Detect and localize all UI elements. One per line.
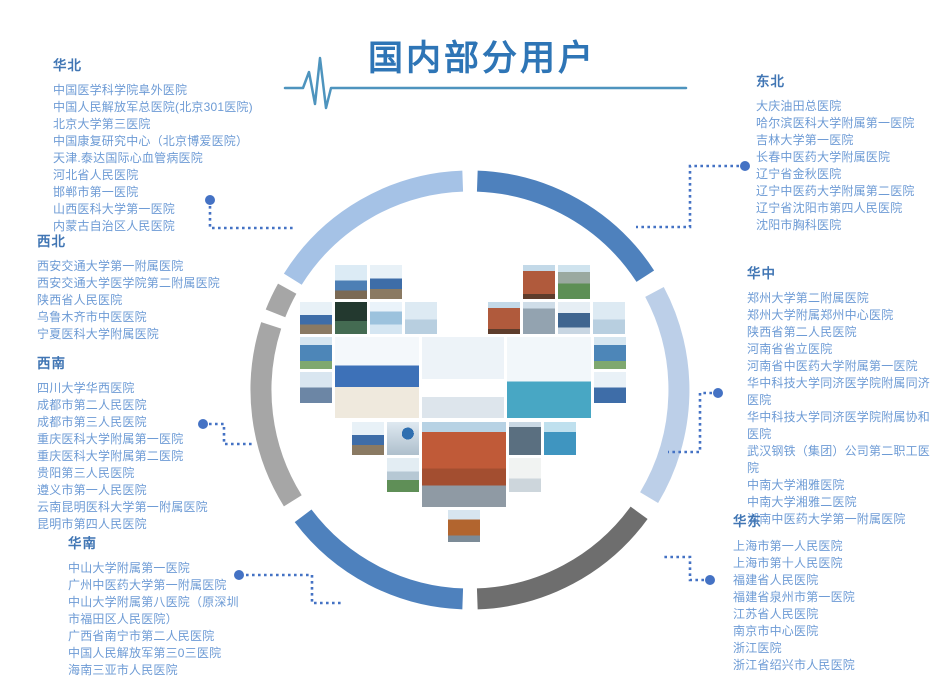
region-title: 西北 <box>37 234 66 249</box>
hospital-item: 天津.泰达国际心血管病医院 <box>53 151 203 165</box>
region-block-south-china: 华南 中山大学附属第一医院广州中医药大学第一附属医院中山大学附属第八医院（原深圳… <box>68 532 244 679</box>
page-title: 国内部分用户 <box>368 39 597 78</box>
hospital-item: 湖南中医药大学第一附属医院 <box>747 512 906 526</box>
hospital-item: 浙江医院 <box>733 641 782 655</box>
hospital-item: 郑州大学附属郑州中心医院 <box>747 308 894 322</box>
hospital-item: 长春中医药大学附属医院 <box>756 150 891 164</box>
region-title: 西南 <box>37 356 66 371</box>
hospital-list: 四川大学华西医院成都市第二人民医院成都市第三人民医院重庆医科大学附属第一医院重庆… <box>37 380 287 533</box>
hospital-item: 云南昆明医科大学第一附属医院 <box>37 500 208 514</box>
hospital-item: 中国人民解放军总医院(北京301医院) <box>53 100 253 114</box>
hospital-item: 河北省人民医院 <box>53 168 139 182</box>
hospital-item: 大庆油田总医院 <box>756 99 842 113</box>
hospital-item: 辽宁中医药大学附属第二医院 <box>756 184 915 198</box>
hospital-item: 陕西省人民医院 <box>37 293 123 307</box>
hospital-item: 南京市中心医院 <box>733 624 819 638</box>
hospital-item: 河南省中医药大学附属第一医院 <box>747 359 918 373</box>
hospital-item: 成都市第三人民医院 <box>37 415 147 429</box>
hospital-item: 郑州大学第二附属医院 <box>747 291 870 305</box>
region-block-central-china: 华中 郑州大学第二附属医院郑州大学附属郑州中心医院陕西省第二人民医院河南省省立医… <box>747 262 933 528</box>
region-title: 华中 <box>747 266 776 281</box>
hospital-item: 中南大学湘雅二医院 <box>747 495 857 509</box>
hospital-item: 中国医学科学院阜外医院 <box>53 83 188 97</box>
hospital-item: 遵义市第一人民医院 <box>37 483 147 497</box>
region-title: 华南 <box>68 536 97 551</box>
hospital-list: 郑州大学第二附属医院郑州大学附属郑州中心医院陕西省第二人民医院河南省省立医院河南… <box>747 290 933 528</box>
hospital-item: 四川大学华西医院 <box>37 381 135 395</box>
region-block-northeast: 东北 大庆油田总医院哈尔滨医科大学附属第一医院吉林大学第一医院长春中医药大学附属… <box>756 70 932 234</box>
heartbeat-icon <box>283 56 688 110</box>
hospital-item: 中南大学湘雅医院 <box>747 478 845 492</box>
hospital-item: 武汉钢铁（集团）公司第二职工医院 <box>747 444 931 475</box>
hospital-item: 西安交通大学第一附属医院 <box>37 259 184 273</box>
hospital-item: 中国人民解放军第三0三医院 <box>68 646 222 660</box>
hospital-item: 西安交通大学医学院第二附属医院 <box>37 276 221 290</box>
hospital-item: 广西省南宁市第二人民医院 <box>68 629 215 643</box>
hospital-item: 上海市第十人民医院 <box>733 556 843 570</box>
hospital-list: 中山大学附属第一医院广州中医药大学第一附属医院中山大学附属第八医院（原深圳市福田… <box>68 560 244 679</box>
hospital-item: 中国康复研究中心（北京博爱医院） <box>53 134 249 148</box>
hospital-item: 辽宁省沈阳市第四人民医院 <box>756 201 903 215</box>
hospital-list: 西安交通大学第一附属医院西安交通大学医学院第二附属医院陕西省人民医院乌鲁木齐市中… <box>37 258 283 343</box>
hospital-item: 内蒙古自治区人民医院 <box>53 219 176 233</box>
hospital-item: 江苏省人民医院 <box>733 607 819 621</box>
hospital-item: 河南省省立医院 <box>747 342 833 356</box>
hospital-item: 海南三亚市人民医院 <box>68 663 178 677</box>
hospital-item: 邯郸市第一医院 <box>53 185 139 199</box>
hospital-item: 浙江省绍兴市人民医院 <box>733 658 856 672</box>
hospital-list: 大庆油田总医院哈尔滨医科大学附属第一医院吉林大学第一医院长春中医药大学附属医院辽… <box>756 98 932 234</box>
hospital-item: 辽宁省金秋医院 <box>756 167 842 181</box>
hospital-item: 重庆医科大学附属第二医院 <box>37 449 184 463</box>
hospital-item: 陕西省第二人民医院 <box>747 325 857 339</box>
hospital-list: 上海市第一人民医院上海市第十人民医院福建省人民医院福建省泉州市第一医院江苏省人民… <box>733 538 929 674</box>
region-block-northwest: 西北 西安交通大学第一附属医院西安交通大学医学院第二附属医院陕西省人民医院乌鲁木… <box>37 230 283 343</box>
hospital-item: 福建省人民医院 <box>733 573 819 587</box>
hospital-list: 中国医学科学院阜外医院中国人民解放军总医院(北京301医院) 北京大学第三医院中国… <box>53 82 293 235</box>
hospital-item: 吉林大学第一医院 <box>756 133 854 147</box>
hospital-item: 重庆医科大学附属第一医院 <box>37 432 184 446</box>
hospital-item: 宁夏医科大学附属医院 <box>37 327 160 341</box>
hospital-item: 贵阳第三人民医院 <box>37 466 135 480</box>
hospital-item: 山西医科大学第一医院 <box>53 202 176 216</box>
hospital-item: 福建省泉州市第一医院 <box>733 590 856 604</box>
region-block-north-china: 华北 中国医学科学院阜外医院中国人民解放军总医院(北京301医院) 北京大学第三医… <box>53 54 293 235</box>
circle-ring <box>250 170 690 610</box>
hospital-item: 中山大学附属第一医院 <box>68 561 191 575</box>
hospital-item: 哈尔滨医科大学附属第一医院 <box>756 116 915 130</box>
region-block-southwest: 西南 四川大学华西医院成都市第二人民医院成都市第三人民医院重庆医科大学附属第一医… <box>37 352 287 533</box>
hospital-item: 北京大学第三医院 <box>53 117 151 131</box>
connector-lines <box>198 161 750 605</box>
region-block-east-china: 华东 上海市第一人民医院上海市第十人民医院福建省人民医院福建省泉州市第一医院江苏… <box>733 510 929 674</box>
hospital-item: 沈阳市胸科医院 <box>756 218 842 232</box>
hospital-item: 华中科技大学同济医学院附属同济医院 <box>747 376 931 407</box>
hospital-item: 成都市第二人民医院 <box>37 398 147 412</box>
hospital-item: 中山大学附属第八医院（原深圳市福田区人民医院） <box>68 595 239 626</box>
hospital-item: 华中科技大学同济医学院附属协和医院 <box>747 410 931 441</box>
hospital-item: 昆明市第四人民医院 <box>37 517 147 531</box>
hospital-item: 上海市第一人民医院 <box>733 539 843 553</box>
hospital-item: 广州中医药大学第一附属医院 <box>68 578 227 592</box>
region-title: 东北 <box>756 74 785 89</box>
region-title: 华东 <box>733 514 762 529</box>
hospital-item: 乌鲁木齐市中医医院 <box>37 310 147 324</box>
region-title: 华北 <box>53 58 82 73</box>
